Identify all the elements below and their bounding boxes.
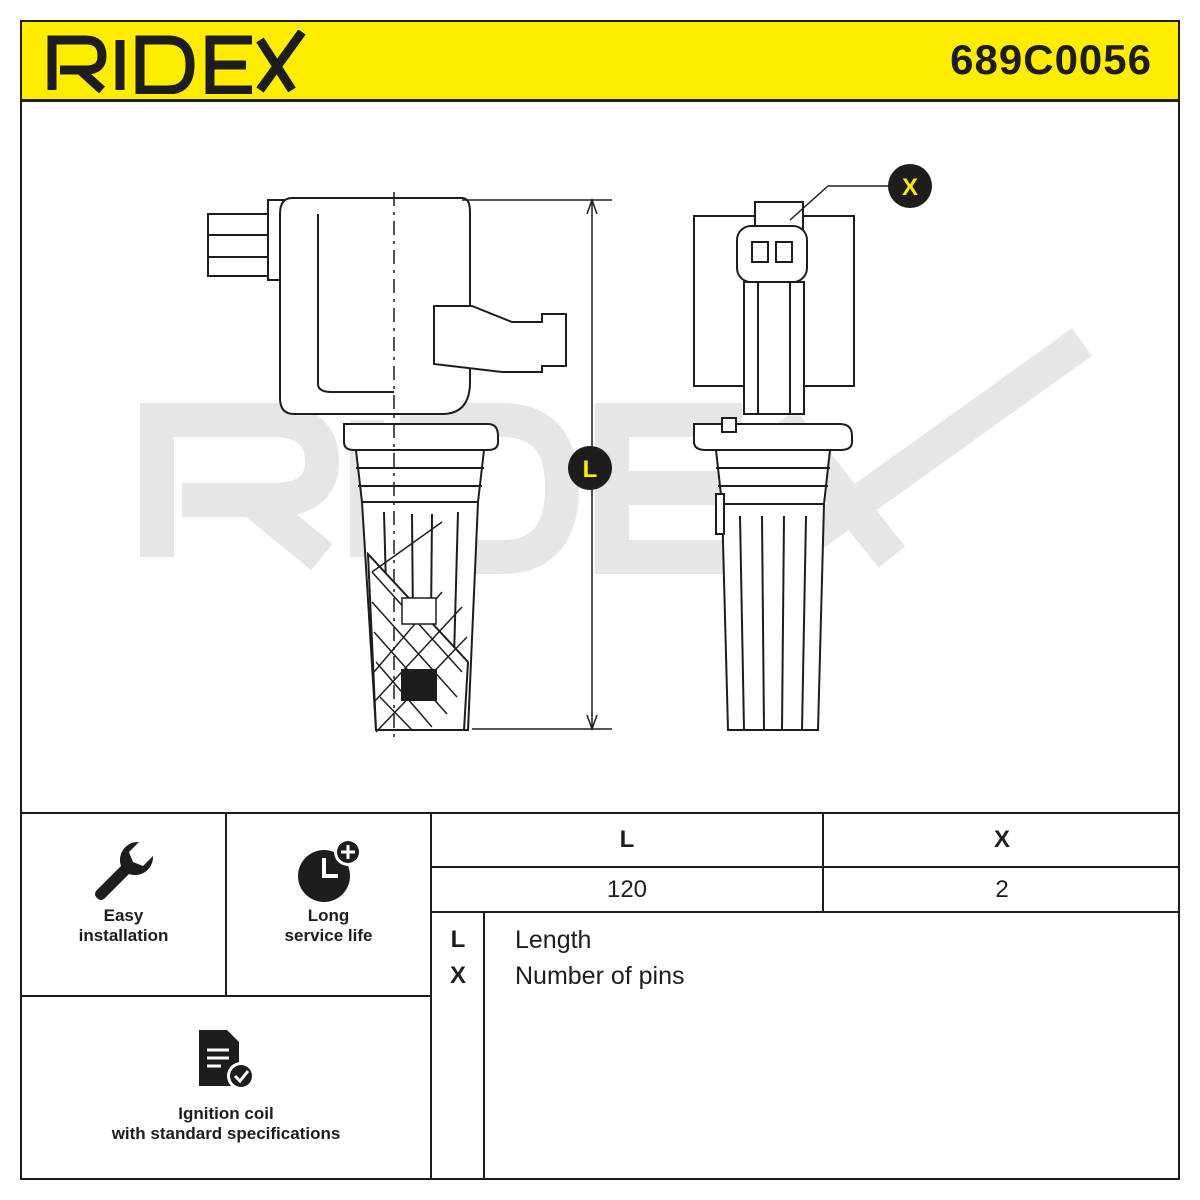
feature-label-line2: with standard specifications: [111, 1124, 341, 1143]
feature-long-service-life: Long service life: [227, 836, 430, 946]
feature-standard-specifications: Ignition coil with standard specificatio…: [22, 1024, 430, 1144]
technical-drawing: L X: [22, 102, 1178, 812]
legend-key-x: X: [449, 962, 466, 989]
spec-header-x: X: [993, 826, 1010, 853]
marker-l: L: [568, 446, 612, 490]
divider-left-panel: [430, 812, 432, 1180]
legend-text-pins: Number of pins: [515, 962, 685, 990]
feature-label-line2: service life: [284, 926, 373, 945]
divider-spec-values: [430, 911, 1180, 913]
feature-label-line1: Ignition coil: [178, 1104, 274, 1123]
divider-spec-head: [430, 866, 1180, 868]
clock-plus-icon: [297, 838, 362, 902]
spec-header-l: L: [619, 826, 635, 853]
marker-l-label: L: [583, 456, 598, 483]
wrench-icon: [94, 841, 153, 900]
ridex-logo: [47, 30, 306, 94]
feature-label-line1: Easy: [103, 906, 144, 925]
divider-spec-col: [822, 812, 824, 912]
spec-value-l: 120: [606, 876, 648, 903]
part-number: 689C0056: [950, 36, 1152, 83]
feature-label-line2: installation: [78, 926, 169, 945]
marker-x-label: X: [902, 174, 918, 201]
coil-side-view: [207, 192, 567, 742]
divider-features: [225, 812, 227, 996]
legend-key-l: L: [450, 926, 466, 953]
feature-easy-installation: Easy installation: [22, 836, 225, 946]
ignition-coil-drawing: L X: [140, 164, 1092, 742]
coil-front-view: [693, 201, 855, 731]
x-leader-line: [789, 185, 829, 221]
ridex-watermark: [140, 328, 1092, 574]
legend-text-length: Length: [515, 926, 592, 954]
divider-feature-row: [20, 995, 431, 997]
header-bar: 689C0056: [20, 20, 1180, 102]
spec-value-x: 2: [995, 876, 1009, 903]
document-check-icon: [199, 1030, 255, 1090]
divider-top: [20, 812, 1180, 814]
marker-x: X: [888, 164, 932, 208]
feature-label-line1: Long: [307, 906, 350, 925]
divider-legend: [483, 911, 485, 1180]
